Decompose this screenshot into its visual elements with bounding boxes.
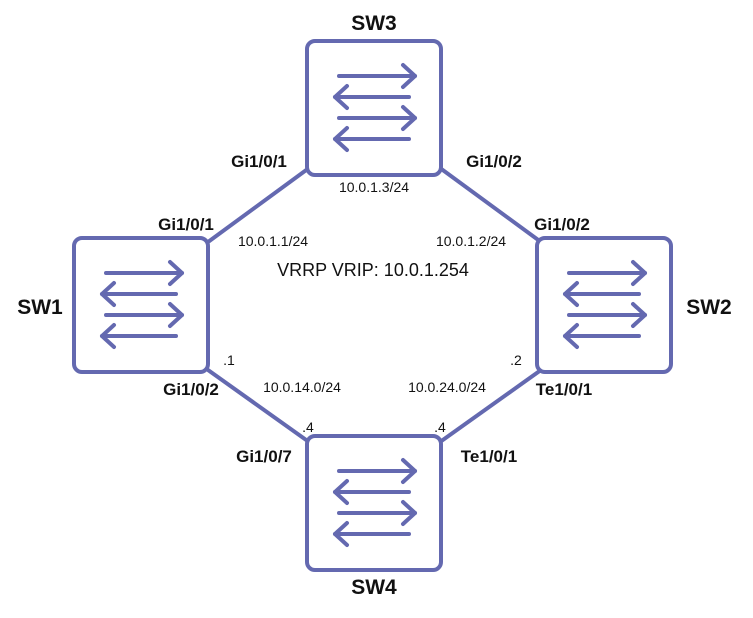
switch-icon bbox=[305, 434, 443, 572]
switch-icon bbox=[305, 39, 443, 177]
port-label: Gi1/0/2 bbox=[163, 380, 219, 399]
switch-sw1[interactable] bbox=[72, 236, 210, 374]
sw2-name: SW2 bbox=[686, 296, 732, 319]
subnet-label: 10.0.24.0/24 bbox=[408, 379, 486, 395]
ip-address-label: 10.0.1.3/24 bbox=[339, 179, 409, 195]
ip-address-label: 10.0.1.2/24 bbox=[436, 233, 506, 249]
ip-address-label: 10.0.1.1/24 bbox=[238, 233, 308, 249]
sw1-name: SW1 bbox=[17, 296, 63, 319]
host-octet-label: .4 bbox=[434, 419, 446, 435]
port-label: Gi1/0/2 bbox=[466, 152, 522, 171]
switch-icon bbox=[72, 236, 210, 374]
vrrp-virtual-ip-label: VRRP VRIP: 10.0.1.254 bbox=[277, 260, 469, 280]
port-label: Te1/0/1 bbox=[461, 447, 517, 466]
switch-sw2[interactable] bbox=[535, 236, 673, 374]
subnet-label: 10.0.14.0/24 bbox=[263, 379, 341, 395]
port-label: Gi1/0/2 bbox=[534, 215, 590, 234]
switch-icon bbox=[535, 236, 673, 374]
port-label: Te1/0/1 bbox=[536, 380, 592, 399]
link-sw1-sw3 bbox=[206, 166, 311, 244]
link-sw2-sw4 bbox=[438, 368, 543, 444]
link-sw1-sw4 bbox=[206, 368, 311, 444]
port-label: Gi1/0/1 bbox=[231, 152, 287, 171]
switch-sw4[interactable] bbox=[305, 434, 443, 572]
sw3-name: SW3 bbox=[351, 12, 397, 35]
sw4-name: SW4 bbox=[351, 576, 397, 599]
host-octet-label: .2 bbox=[510, 352, 522, 368]
host-octet-label: .4 bbox=[302, 419, 314, 435]
port-label: Gi1/0/1 bbox=[158, 215, 214, 234]
switch-sw3[interactable] bbox=[305, 39, 443, 177]
host-octet-label: .1 bbox=[223, 352, 235, 368]
link-sw3-sw2 bbox=[438, 166, 543, 244]
port-label: Gi1/0/7 bbox=[236, 447, 292, 466]
